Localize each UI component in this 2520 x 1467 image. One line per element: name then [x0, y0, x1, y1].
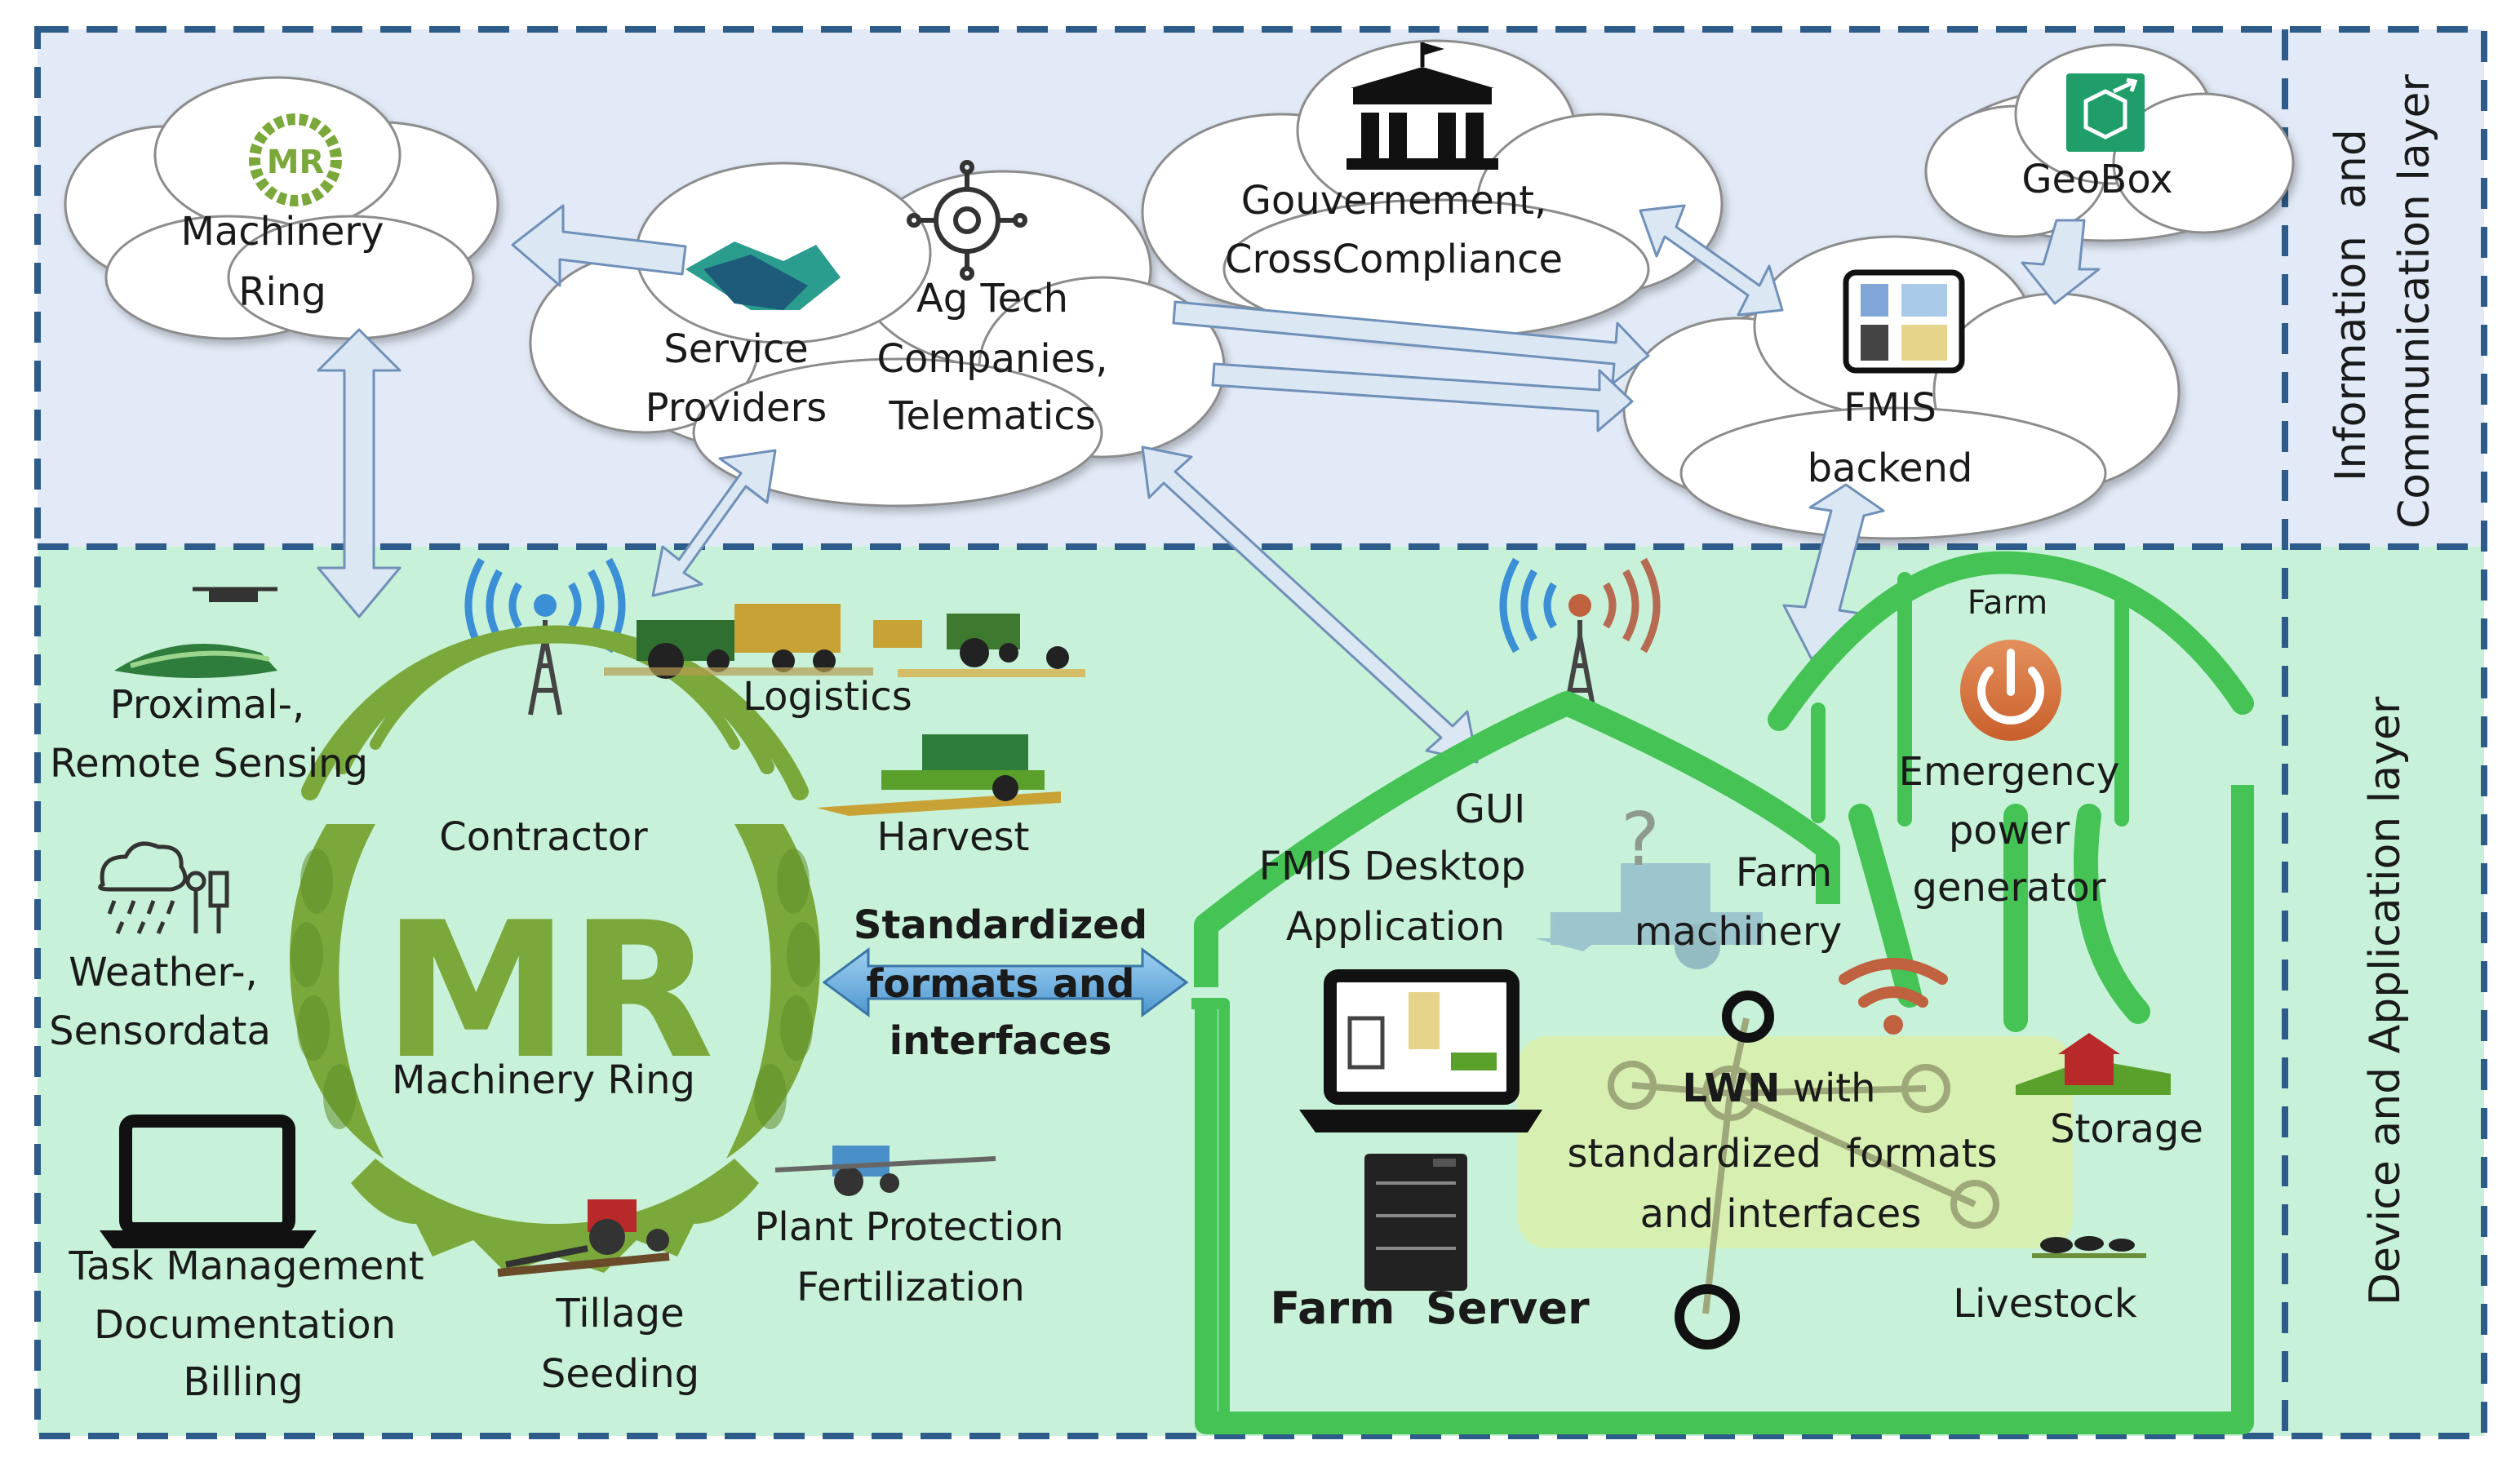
arrow-agtech-fmis-2 — [1211, 362, 1634, 432]
weather-sensor-icon — [98, 841, 229, 934]
harvester-icon — [816, 734, 1061, 816]
emergency-label-3: generator — [1912, 865, 2105, 911]
machinery-ring-emblem-label: Machinery Ring — [392, 1057, 695, 1103]
fmis-dashboard-icon — [1843, 269, 1965, 374]
task-label-1: Task Management — [68, 1243, 424, 1289]
livestock-label: Livestock — [1953, 1281, 2137, 1327]
lwn-node-icon — [1675, 991, 1774, 1350]
farm-silo — [1768, 551, 2254, 1032]
livestock-icon — [2032, 1236, 2146, 1258]
geobox-label: GeoBox — [2021, 157, 2172, 202]
unknown-machinery-question: ? — [1621, 797, 1660, 883]
proximal-label-2: Remote Sensing — [50, 741, 368, 787]
mr-emblem-letters: MR — [383, 883, 714, 1101]
fmis-desktop-laptop-icon — [1299, 969, 1542, 1132]
antenna-right-icon — [1499, 557, 1661, 716]
arrow-geobox-fmis — [2021, 219, 2101, 305]
logistics-tractor-icon — [604, 604, 873, 679]
lwn-with: with — [1780, 1066, 1875, 1111]
farm-machinery-label-2: machinery — [1635, 909, 1842, 955]
farm-server-label: Farm Server — [1270, 1283, 1590, 1334]
tillage-label-1: Tillage — [555, 1291, 684, 1336]
standardized-formats-arrow — [822, 947, 1189, 1017]
lwn-label-1: LWN with — [1682, 1066, 1875, 1111]
contractor-label: Contractor — [439, 814, 648, 860]
lwn-bold: LWN — [1682, 1066, 1780, 1111]
government-label-2: CrossCompliance — [1225, 237, 1563, 282]
arrow-gov-fmis — [1639, 204, 1784, 317]
storage-barn-icon — [2016, 1033, 2171, 1095]
standardized-label-1: Standardized — [854, 902, 1147, 948]
device-layer-background — [38, 547, 2484, 1436]
baler-tractor-icon — [873, 614, 1085, 677]
fmis-backend-label-1: FMIS — [1843, 385, 1937, 431]
fmis-desktop-label-2: Application — [1286, 904, 1505, 950]
plant-protection-label-2: Fertilization — [796, 1265, 1025, 1310]
sprayer-tractor-icon — [774, 1146, 996, 1196]
task-label-2: Documentation — [94, 1302, 396, 1348]
device-application-layer-label: Device and Application layer — [2361, 696, 2410, 1305]
tillage-tractor-icon — [497, 1199, 670, 1277]
fmis-desktop-label-1: FMIS Desktop — [1259, 844, 1526, 889]
arrow-agtech-farm — [1141, 445, 1479, 764]
farm-machinery-icon — [1534, 863, 1763, 969]
weather-label-1: Weather-, — [69, 950, 258, 995]
machinery-ring-logo-icon: MR — [249, 113, 342, 206]
laptop-icon — [100, 1115, 317, 1248]
wifi-icon — [1839, 958, 1948, 1035]
mr-logo-text: MR — [267, 144, 325, 181]
tillage-label-2: Seeding — [541, 1351, 699, 1397]
geobox-cloud — [1924, 43, 2295, 242]
fmis-backend-label-2: backend — [1808, 445, 1973, 491]
harvest-label: Harvest — [876, 814, 1029, 860]
power-icon — [1960, 640, 2061, 741]
government-cloud — [1141, 39, 1724, 340]
gear-network-icon — [907, 160, 1027, 281]
emergency-label-1: Emergency — [1899, 749, 2120, 795]
agtech-label-1: Ag Tech — [916, 276, 1068, 321]
storage-label: Storage — [2050, 1106, 2203, 1152]
proximal-label-1: Proximal-, — [110, 682, 305, 728]
machinery-ring-cloud-label-1: Machinery — [180, 209, 384, 255]
machinery-ring-cloud-label-2: Ring — [238, 269, 326, 315]
weather-label-2: Sensordata — [49, 1008, 271, 1054]
emergency-label-2: power — [1949, 808, 2070, 853]
service-providers-label-2: Providers — [646, 385, 827, 431]
task-label-3: Billing — [183, 1359, 303, 1405]
farm-server-icon — [1364, 1154, 1467, 1291]
lwn-network-icon — [1608, 1017, 1999, 1314]
arrow-service-to-mr — [511, 204, 687, 287]
plant-protection-label-1: Plant Protection — [754, 1204, 1063, 1250]
farm-house — [1191, 691, 2254, 1434]
logistics-label: Logistics — [743, 674, 912, 720]
agtech-label-2: Companies, — [876, 336, 1107, 382]
lwn-label-2: standardized formats — [1567, 1131, 1997, 1177]
farm-silo-label: Farm — [1968, 584, 2048, 622]
handshake-icon — [685, 242, 841, 310]
standardized-label-2: formats and — [866, 961, 1134, 1007]
drone-field-icon — [114, 587, 277, 678]
farm-machinery-label-1: Farm — [1736, 850, 1832, 896]
service-providers-label-1: Service — [663, 326, 808, 372]
layer-frame — [34, 26, 2487, 1439]
lwn-label-3: and interfaces — [1640, 1191, 1922, 1237]
arrow-service-logistics — [651, 449, 777, 597]
gui-label: GUI — [1455, 787, 1525, 832]
agtech-label-3: Telematics — [888, 393, 1095, 439]
government-building-icon — [1347, 42, 1498, 170]
government-label-1: Gouvernement, — [1241, 178, 1547, 224]
arrow-mr-cloud-device — [317, 328, 402, 618]
arrow-agtech-fmis-1 — [1172, 300, 1650, 385]
service-agtech-cloud — [529, 162, 1226, 507]
geobox-icon — [2066, 73, 2145, 152]
information-layer-label: Information and — [2327, 129, 2376, 481]
standardized-label-3: interfaces — [890, 1018, 1112, 1064]
communication-layer-label: Communication layer — [2390, 74, 2439, 529]
